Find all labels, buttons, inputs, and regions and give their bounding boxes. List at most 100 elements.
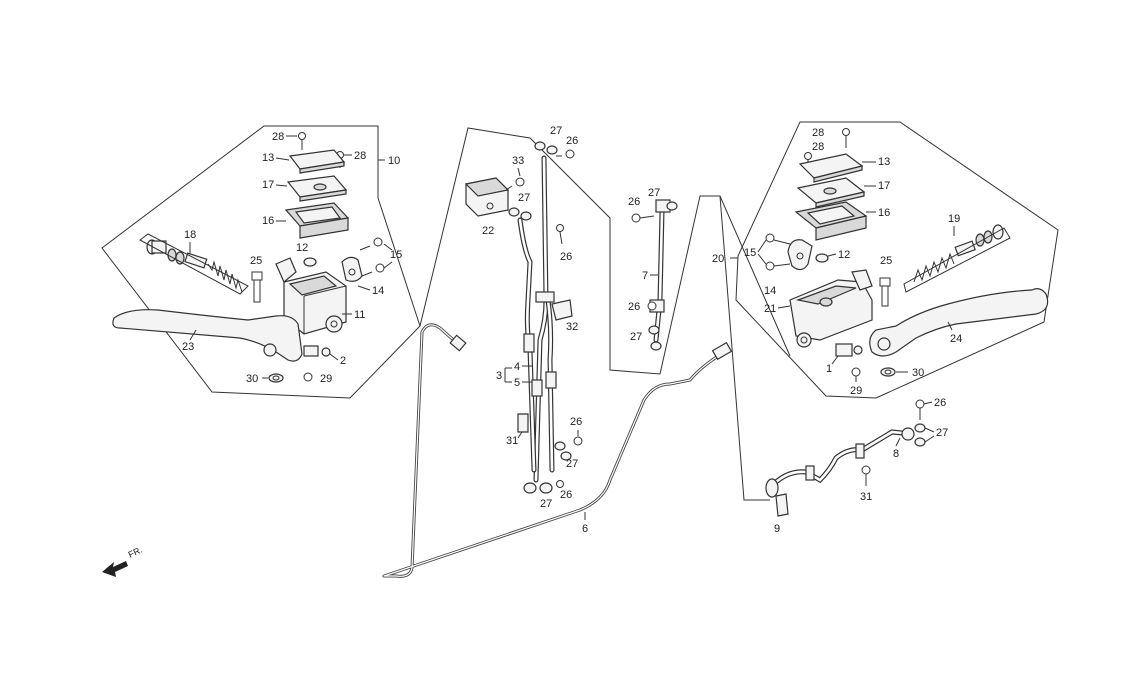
svg-text:4: 4 [514,361,520,373]
left-top-screw-a: 28 [272,131,306,150]
svg-text:24: 24 [950,333,962,345]
svg-text:30: 30 [912,367,924,379]
left-box-label: 10 [388,155,400,167]
svg-text:16: 16 [878,207,890,219]
top-banjo-fitting: 27 26 [534,125,578,159]
right-hose-assembly: 8 9 31 26 27 [765,397,948,535]
svg-text:17: 17 [878,180,890,192]
short-hose-top-bolt: 26 [628,196,655,223]
svg-text:25: 25 [880,255,892,267]
svg-text:5: 5 [514,377,520,389]
right-washer: 30 [880,367,924,379]
center-group-boundary [419,127,791,375]
svg-text:32: 32 [566,321,578,333]
left-washer: 30 [246,373,284,385]
left-brake-switch: 2 [303,345,346,367]
svg-text:28: 28 [812,141,824,153]
svg-text:31: 31 [860,491,872,503]
svg-text:2: 2 [340,355,346,367]
svg-text:17: 17 [262,179,274,191]
svg-text:21: 21 [764,303,776,315]
hose-stay: 31 [506,413,529,447]
front-direction-indicator: FR. [102,545,144,577]
svg-text:15: 15 [390,249,402,261]
right-brake-switch: 1 [826,343,863,375]
right-hose-label: 8 [893,448,899,460]
svg-text:26: 26 [560,251,572,263]
center-hose-assembly: 22 33 27 27 26 [464,125,583,510]
svg-text:18: 18 [184,229,196,241]
right-hose-stay: 31 [860,465,872,503]
svg-text:15: 15 [744,247,756,259]
short-hose-label: 7 [642,270,648,282]
left-holder-bolts: 15 [359,237,402,277]
right-assembly-boundary [735,121,1059,399]
left-assembly-boundary [101,125,421,399]
left-master-cylinder-body: 11 [275,257,365,335]
svg-text:30: 30 [246,373,258,385]
short-hose-bottom-washers: 27 [630,325,662,351]
right-master-cylinder-assembly: 20 28 28 13 17 16 [712,121,1059,399]
right-hose-bolt: 26 [915,397,946,420]
left-reservoir-cap: 13 [262,149,346,174]
svg-text:26: 26 [628,301,640,313]
svg-text:33: 33 [512,155,524,167]
right-piston-set: 19 [903,213,1011,293]
svg-text:27: 27 [518,192,530,204]
hose-joint-washers: 27 [508,192,532,221]
svg-text:26: 26 [934,397,946,409]
svg-text:26: 26 [560,489,572,501]
svg-text:26: 26 [570,416,582,428]
left-pivot-bolt: 25 [250,255,263,303]
right-reservoir-cap: 13 [798,153,890,183]
right-clip: 12 [815,249,850,263]
front-arrow-icon [102,561,128,577]
short-hose-top-washers: 27 [648,187,678,211]
right-reservoir-plate: 17 [796,177,890,208]
hose-group-labels: 3 4 5 [496,361,532,389]
hose-clamp: 32 [551,299,578,333]
short-hose-assembly: 7 26 27 26 27 [628,187,678,351]
svg-text:27: 27 [540,498,552,510]
hose-joint: 22 [464,177,510,237]
svg-text:26: 26 [566,135,578,147]
svg-text:1: 1 [826,363,832,375]
left-piston-set: 18 [139,229,249,295]
right-switch-screw: 29 [850,367,862,397]
right-holder-bolts: 15 [744,233,791,271]
right-box-label: 20 [712,253,724,265]
brake-pipe-label: 6 [582,523,588,535]
lower-bolt: 26 [570,416,583,446]
svg-text:11: 11 [354,309,365,321]
svg-text:12: 12 [296,242,308,254]
brake-pipe: 6 [382,323,733,578]
right-brake-lever: 24 [869,288,1049,357]
svg-text:13: 13 [878,156,890,168]
left-holder: 14 [341,256,384,297]
svg-text:27: 27 [936,427,948,439]
svg-text:16: 16 [262,215,274,227]
svg-text:28: 28 [272,131,284,143]
left-clip: 12 [296,242,317,267]
svg-text:27: 27 [630,331,642,343]
left-switch-screw: 29 [303,372,332,385]
left-reservoir-plate: 17 [262,175,348,202]
svg-text:13: 13 [262,152,274,164]
left-master-cylinder-assembly: 10 28 28 13 17 [101,125,421,399]
left-diaphragm: 16 [262,202,350,239]
svg-text:26: 26 [628,196,640,208]
front-direction-label: FR. [127,545,144,560]
svg-text:27: 27 [566,458,578,470]
svg-text:31: 31 [506,435,518,447]
svg-text:29: 29 [850,385,862,397]
right-holder: 14 [764,239,813,297]
svg-text:29: 29 [320,373,332,385]
svg-text:9: 9 [774,523,780,535]
right-master-cylinder-body: 21 [764,269,873,348]
right-hose-washers: 27 [914,423,948,447]
svg-text:28: 28 [354,150,366,162]
hose-joint-bolt: 33 [505,155,525,191]
svg-text:22: 22 [482,225,494,237]
svg-text:14: 14 [764,285,776,297]
left-brake-lever: 23 [112,309,303,362]
